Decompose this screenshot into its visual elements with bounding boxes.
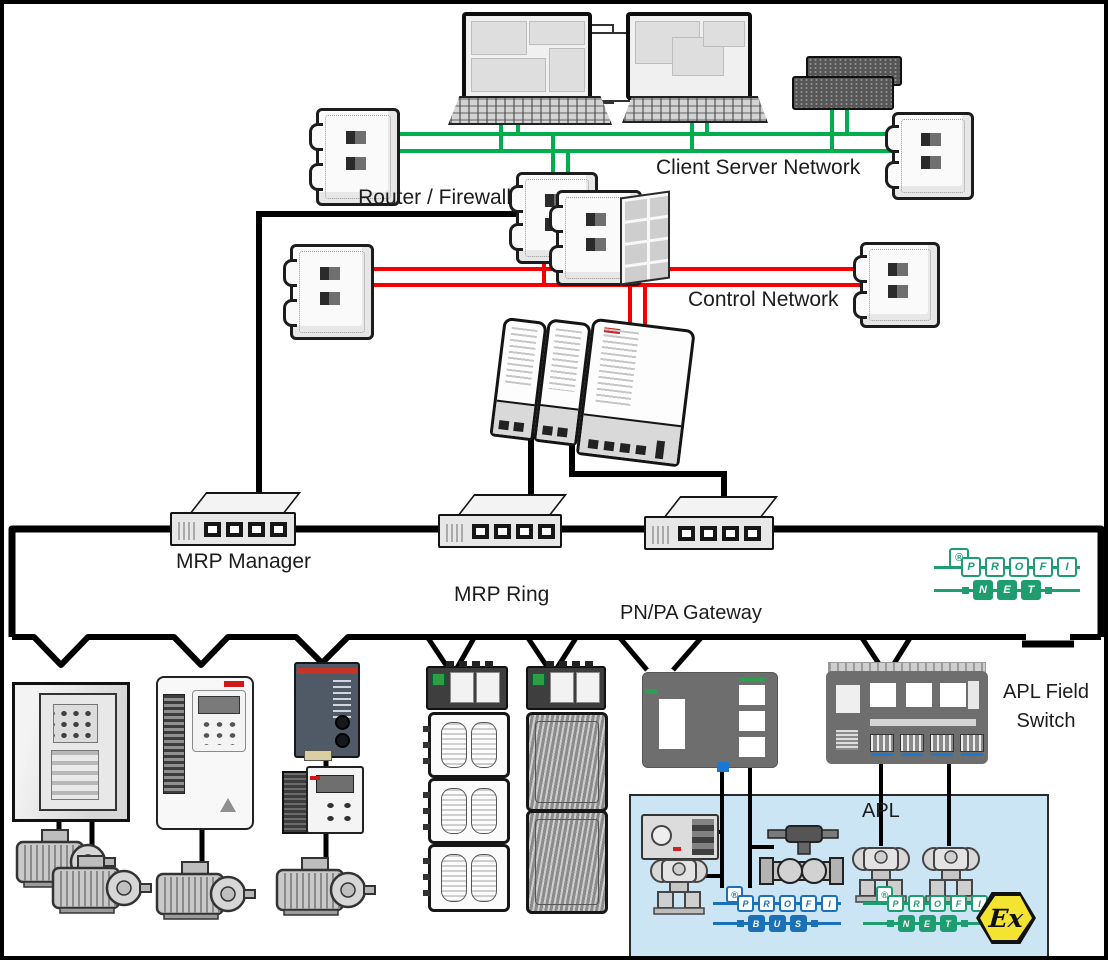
ex-atex-logo: Ex [976,892,1036,944]
mrp-ring-switch-icon [438,494,568,552]
client-network-switch-left-icon [309,108,400,206]
router-firewall-label: Router / Firewall [358,186,511,209]
mrp-ring-label: MRP Ring [454,583,550,606]
workstation-monitor-icon [626,12,752,100]
io-terminal-block-icon [526,810,608,914]
mrp-manager-label: MRP Manager [176,550,312,573]
remote-io-rack-icon [423,661,510,912]
motor-icon [275,856,377,917]
pn-pa-gateway-label: PN/PA Gateway [620,602,762,624]
apl-label: APL [862,800,900,822]
controller-group [488,307,696,469]
workstation-extra-monitor-icon [588,32,630,102]
compact-drive-icon [282,766,364,834]
server-icon [792,76,894,110]
io-terminal-block-icon [526,712,608,812]
control-network-switch-left-icon [283,244,374,340]
control-network-switch-right-icon [853,242,940,328]
io-module-icon [423,844,510,912]
keyboard-icon [448,96,612,125]
pn-pa-gateway-icon [642,672,778,772]
io-module-icon [423,778,510,844]
io-head-module-icon [526,661,606,710]
mrp-ring-switch-icon [644,496,778,554]
drive-cabinet-icon [12,682,130,822]
control-network-label: Control Network [688,288,839,311]
apl-field-switch-label: APL Field Switch [1003,681,1089,732]
client-network-switch-right-icon [885,112,974,200]
mrp-manager-switch-icon [170,492,301,550]
io-head-module-icon [426,661,508,710]
workstation-monitor-icon [462,12,592,100]
apl-field-switch-icon [826,662,988,764]
transmitter-icon [650,859,708,915]
motor-icon [51,854,153,915]
ex-logo-text: Ex [988,903,1024,933]
io-module-icon [423,712,510,778]
variable-speed-drive-icon [156,676,254,830]
remote-io-rack-icon [526,661,608,914]
actuated-valve-icon [759,825,844,885]
comm-interface-module-icon [294,662,360,761]
firewall-brick-wall-icon [620,190,670,286]
process-controller-icon [575,317,696,468]
client-server-network-label: Client Server Network [656,156,861,179]
motor-icon [155,860,257,921]
keyboard-icon [622,96,768,123]
